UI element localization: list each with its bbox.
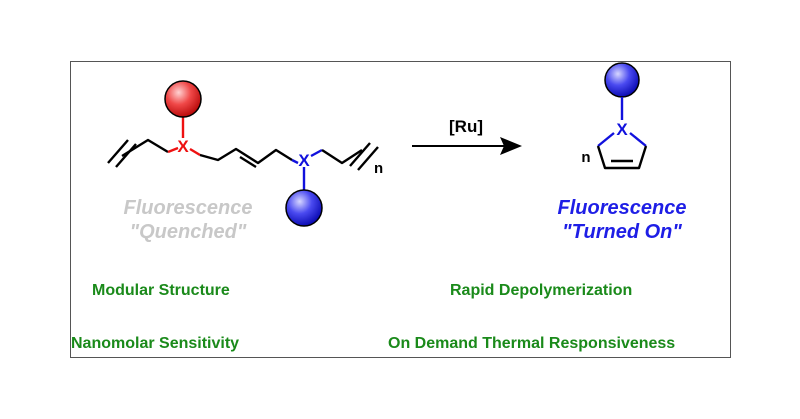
bond-from-red-x	[189, 147, 201, 157]
left-chain-end-mark	[107, 139, 137, 168]
arrow-head	[500, 137, 522, 155]
blue-x-atom: X	[298, 151, 310, 170]
feature-modular-structure: Modular Structure	[92, 282, 230, 299]
repeat-subscript-n: n	[374, 160, 383, 177]
polymer-structure: X X n	[107, 80, 383, 227]
turned-on-label: Fluorescence "Turned On"	[532, 196, 712, 244]
backbone-left	[121, 138, 169, 158]
quenched-line-2: "Quenched"	[129, 221, 247, 243]
turned-on-line-1: Fluorescence	[557, 197, 687, 219]
red-sphere-icon	[164, 80, 202, 118]
red-x-atom: X	[177, 137, 189, 156]
blue-sphere-icon	[285, 189, 323, 227]
scheme-frame	[70, 61, 731, 358]
quenched-line-1: Fluorescence	[123, 197, 253, 219]
feature-nanomolar-sensitivity: Nanomolar Sensitivity	[71, 335, 240, 352]
ring-bond-right	[629, 132, 647, 147]
ring-carbon-frame	[596, 145, 648, 170]
feature-thermal-responsiveness: On Demand Thermal Responsiveness	[388, 335, 676, 352]
turned-on-line-2: "Turned On"	[562, 221, 682, 243]
right-chain-end-mark	[349, 142, 379, 171]
ring-n-label: n	[581, 149, 590, 166]
bond-to-blue-x	[291, 158, 299, 165]
catalyst-label: [Ru]	[449, 117, 483, 136]
ring-x-atom: X	[616, 120, 628, 139]
ring-bond-left	[597, 132, 615, 147]
backbone-middle	[199, 147, 293, 165]
bond-from-blue-x	[310, 148, 323, 158]
feature-rapid-depolymerization: Rapid Depolymerization	[450, 282, 633, 299]
quenched-label: Fluorescence "Quenched"	[98, 196, 278, 244]
product-structure: X n	[581, 62, 648, 170]
blue-sphere-icon	[604, 62, 640, 98]
reaction-arrow: [Ru]	[412, 117, 522, 155]
backbone-double-bond	[239, 155, 257, 169]
bond-to-red-x	[167, 146, 179, 154]
backbone-right	[321, 148, 363, 165]
